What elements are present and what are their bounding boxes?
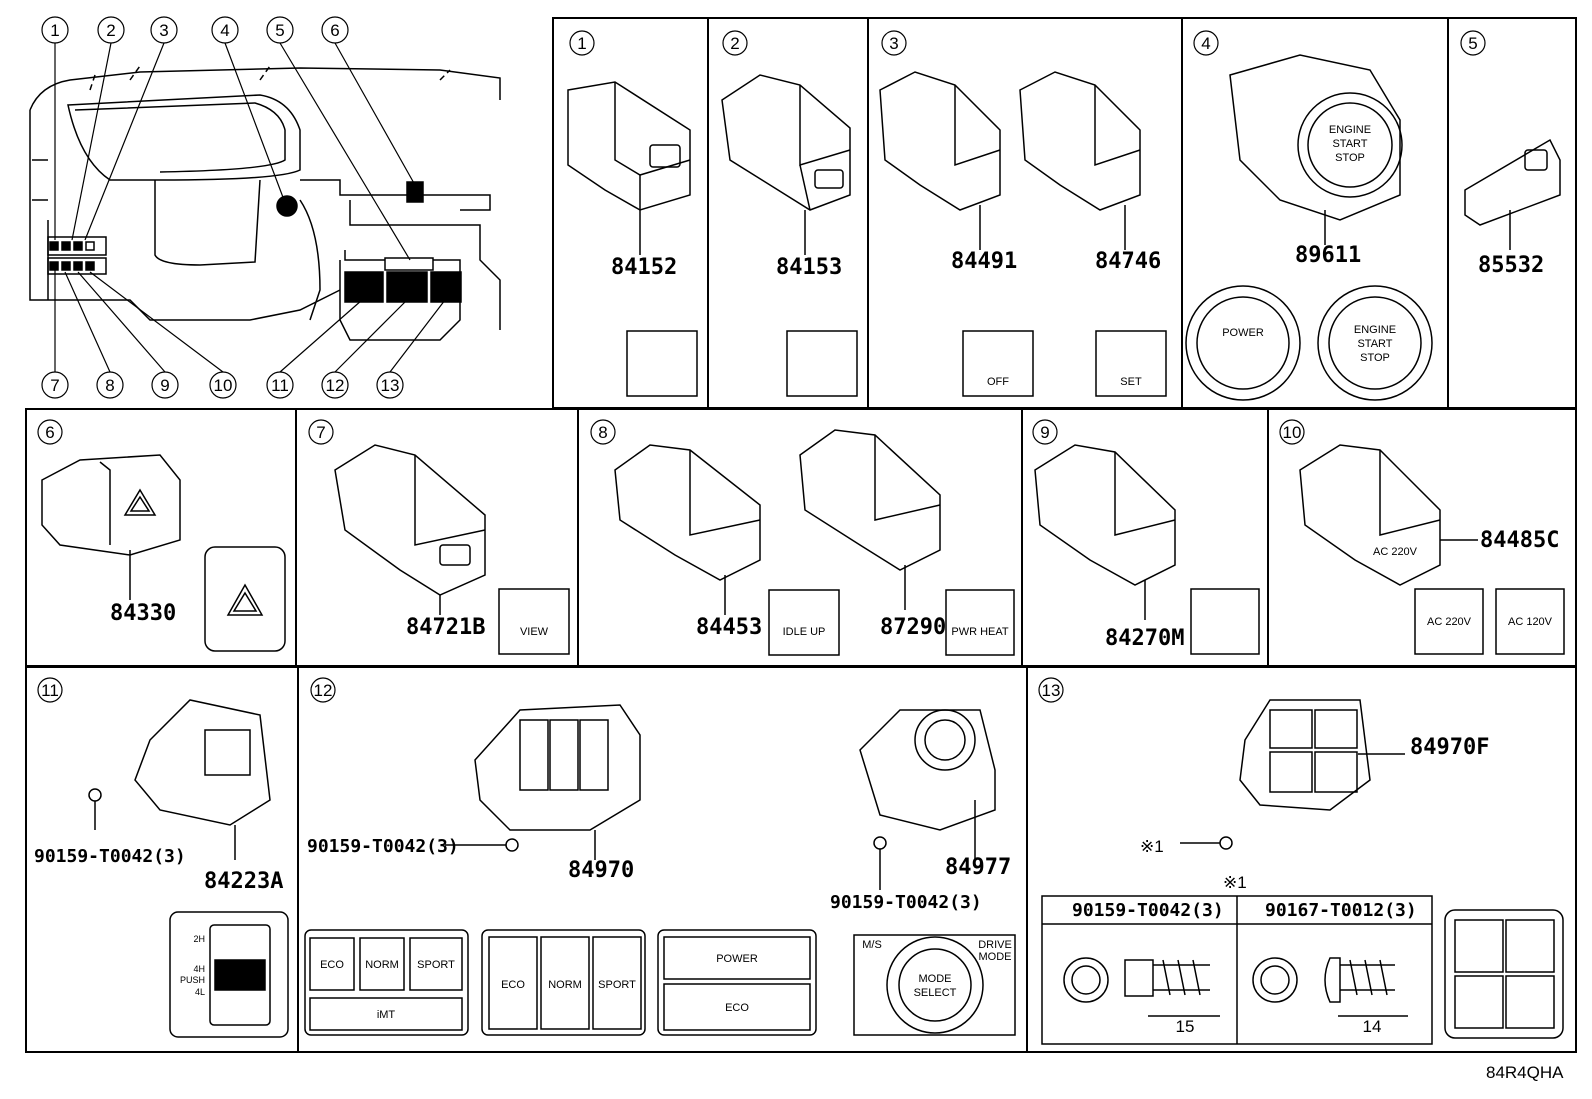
panel-frames bbox=[25, 17, 1577, 1053]
mode-label: ECO bbox=[501, 979, 525, 991]
icon-label: OFF bbox=[987, 376, 1009, 388]
callout-9: 9 bbox=[160, 376, 169, 395]
button-text: STOP bbox=[1335, 152, 1365, 164]
dial-label: M/S bbox=[862, 939, 882, 951]
callout-10: 10 bbox=[214, 376, 233, 395]
icon-label: VIEW bbox=[520, 626, 549, 638]
bolt-length: 14 bbox=[1363, 1017, 1382, 1036]
table-note-mark: ※1 bbox=[1223, 873, 1247, 892]
icon-label: PWR HEAT bbox=[951, 626, 1009, 638]
panel-num-1: 1 bbox=[577, 34, 586, 53]
part-number: 84485C bbox=[1480, 528, 1559, 553]
power-button-text: POWER bbox=[1222, 327, 1264, 339]
panel-num-7: 7 bbox=[316, 423, 325, 442]
dial-label: MODE bbox=[919, 973, 952, 985]
part-number: 84977 bbox=[945, 855, 1011, 880]
selector-label: 4H bbox=[193, 964, 205, 974]
part-number: 85532 bbox=[1478, 253, 1544, 278]
part-number: 84223A bbox=[204, 869, 283, 894]
panel-num-8: 8 bbox=[598, 423, 607, 442]
part-number-screw: 90159-T0042(3) bbox=[34, 846, 186, 867]
mode-label: NORM bbox=[365, 959, 399, 971]
part-number: 84970 bbox=[568, 858, 634, 883]
callout-5: 5 bbox=[275, 21, 284, 40]
button-text: ENGINE bbox=[1329, 124, 1371, 136]
part-number: 84453 bbox=[696, 615, 762, 640]
mode-label: NORM bbox=[548, 979, 582, 991]
callout-11: 11 bbox=[271, 376, 289, 395]
mode-label: ECO bbox=[320, 959, 344, 971]
panel-number-circles bbox=[37, 30, 1486, 703]
callout-13: 13 bbox=[381, 376, 400, 395]
callout-7: 7 bbox=[50, 376, 59, 395]
part-number: 84152 bbox=[611, 255, 677, 280]
icon-label: IDLE UP bbox=[783, 626, 826, 638]
selector-label: PUSH bbox=[180, 975, 205, 985]
dial-label: DRIVE bbox=[978, 939, 1012, 951]
mode-label: SPORT bbox=[417, 959, 455, 971]
overview-callouts bbox=[41, 16, 446, 399]
panel-num-2: 2 bbox=[730, 34, 739, 53]
engine-button-text: START bbox=[1357, 338, 1392, 350]
callout-3: 3 bbox=[159, 21, 168, 40]
selector-label: 2H bbox=[193, 934, 205, 944]
switch-illustrations bbox=[41, 54, 1565, 1045]
callout-12: 12 bbox=[326, 376, 345, 395]
callout-2: 2 bbox=[106, 21, 115, 40]
part-number: 84491 bbox=[951, 249, 1017, 274]
mode-label: SPORT bbox=[598, 979, 636, 991]
mode-label: iMT bbox=[377, 1009, 396, 1021]
panel-num-5: 5 bbox=[1468, 34, 1477, 53]
panel-num-3: 3 bbox=[889, 34, 898, 53]
bolt-part-number: 90167-T0012(3) bbox=[1265, 900, 1417, 921]
engine-button-text: STOP bbox=[1360, 352, 1390, 364]
part-number: 84721B bbox=[406, 615, 485, 640]
panel-num-9: 9 bbox=[1040, 423, 1049, 442]
panel-num-11: 11 bbox=[41, 681, 59, 700]
engine-button-text: ENGINE bbox=[1354, 324, 1396, 336]
selector-label: 4L bbox=[195, 987, 205, 997]
mode-label: POWER bbox=[716, 953, 758, 965]
callout-6: 6 bbox=[330, 21, 339, 40]
dashboard-overview bbox=[29, 65, 501, 341]
part-number: 84270M bbox=[1105, 626, 1184, 651]
dial-label: SELECT bbox=[914, 987, 957, 999]
part-number: 84153 bbox=[776, 255, 842, 280]
mode-label: ECO bbox=[725, 1002, 749, 1014]
panel-num-4: 4 bbox=[1201, 34, 1210, 53]
panel-num-6: 6 bbox=[45, 423, 54, 442]
switch-label: AC 220V bbox=[1373, 546, 1418, 558]
part-number-screw: 90159-T0042(3) bbox=[830, 892, 982, 913]
part-number: 84746 bbox=[1095, 249, 1161, 274]
icon-label: AC 120V bbox=[1508, 616, 1553, 628]
panel-num-13: 13 bbox=[1042, 681, 1061, 700]
part-number: 89611 bbox=[1295, 243, 1361, 268]
panel-num-10: 10 bbox=[1283, 423, 1302, 442]
part-number: 84330 bbox=[110, 601, 176, 626]
icon-label: SET bbox=[1120, 376, 1142, 388]
callout-1: 1 bbox=[50, 21, 59, 40]
note-mark: ※1 bbox=[1140, 837, 1164, 856]
bolt-length: 15 bbox=[1176, 1017, 1195, 1036]
panel-num-12: 12 bbox=[314, 681, 333, 700]
part-number-screw: 90159-T0042(3) bbox=[307, 836, 459, 857]
icon-label: AC 220V bbox=[1427, 616, 1472, 628]
part-number: 87290 bbox=[880, 615, 946, 640]
diagram-code: 84R4QHA bbox=[1486, 1063, 1564, 1082]
callout-4: 4 bbox=[220, 21, 229, 40]
callout-8: 8 bbox=[105, 376, 114, 395]
part-number: 84970F bbox=[1410, 735, 1489, 760]
dial-label: MODE bbox=[979, 951, 1012, 963]
button-text: START bbox=[1332, 138, 1367, 150]
bolt-part-number: 90159-T0042(3) bbox=[1072, 900, 1224, 921]
